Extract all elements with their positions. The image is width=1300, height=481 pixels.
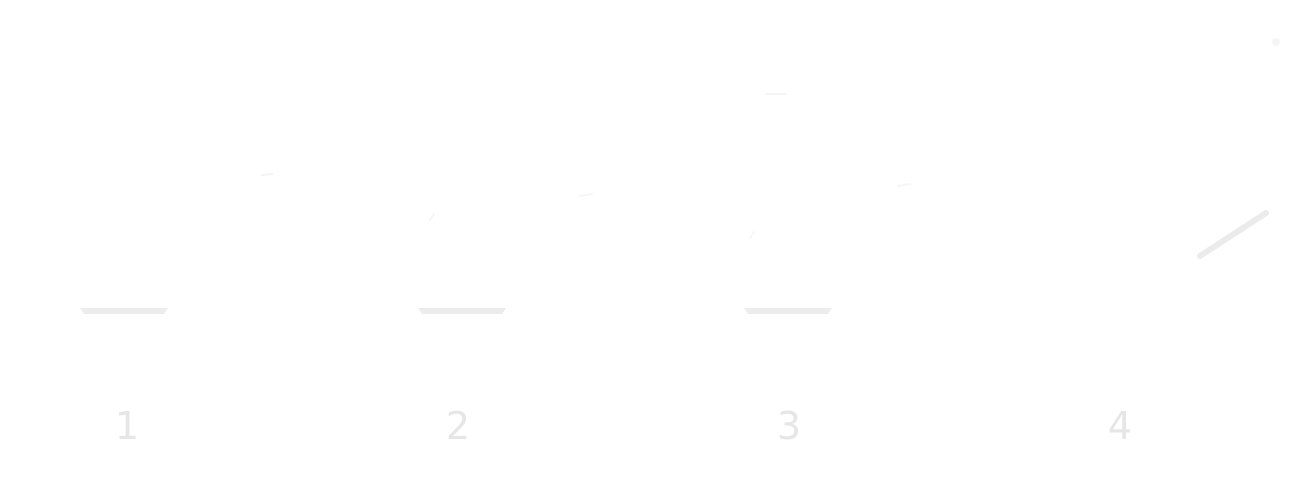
step-4-faint-dot — [1272, 38, 1280, 46]
step-1-base-bar — [80, 308, 168, 314]
step-4-tilted-bar — [1197, 210, 1269, 259]
step-2-base-bar — [418, 308, 506, 314]
step-3-faint-mark-2 — [749, 231, 755, 239]
step-2-faint-mark-2 — [579, 193, 593, 197]
step-1-faint-mark — [261, 173, 273, 176]
step-3-label: 3 — [776, 404, 802, 448]
step-2-label: 2 — [445, 404, 471, 448]
step-4-label: 4 — [1107, 404, 1133, 448]
step-2-faint-mark — [429, 213, 435, 221]
step-3-base-bar — [744, 308, 832, 314]
step-3-faint-mark-3 — [897, 183, 911, 187]
step-1-label: 1 — [114, 404, 140, 448]
